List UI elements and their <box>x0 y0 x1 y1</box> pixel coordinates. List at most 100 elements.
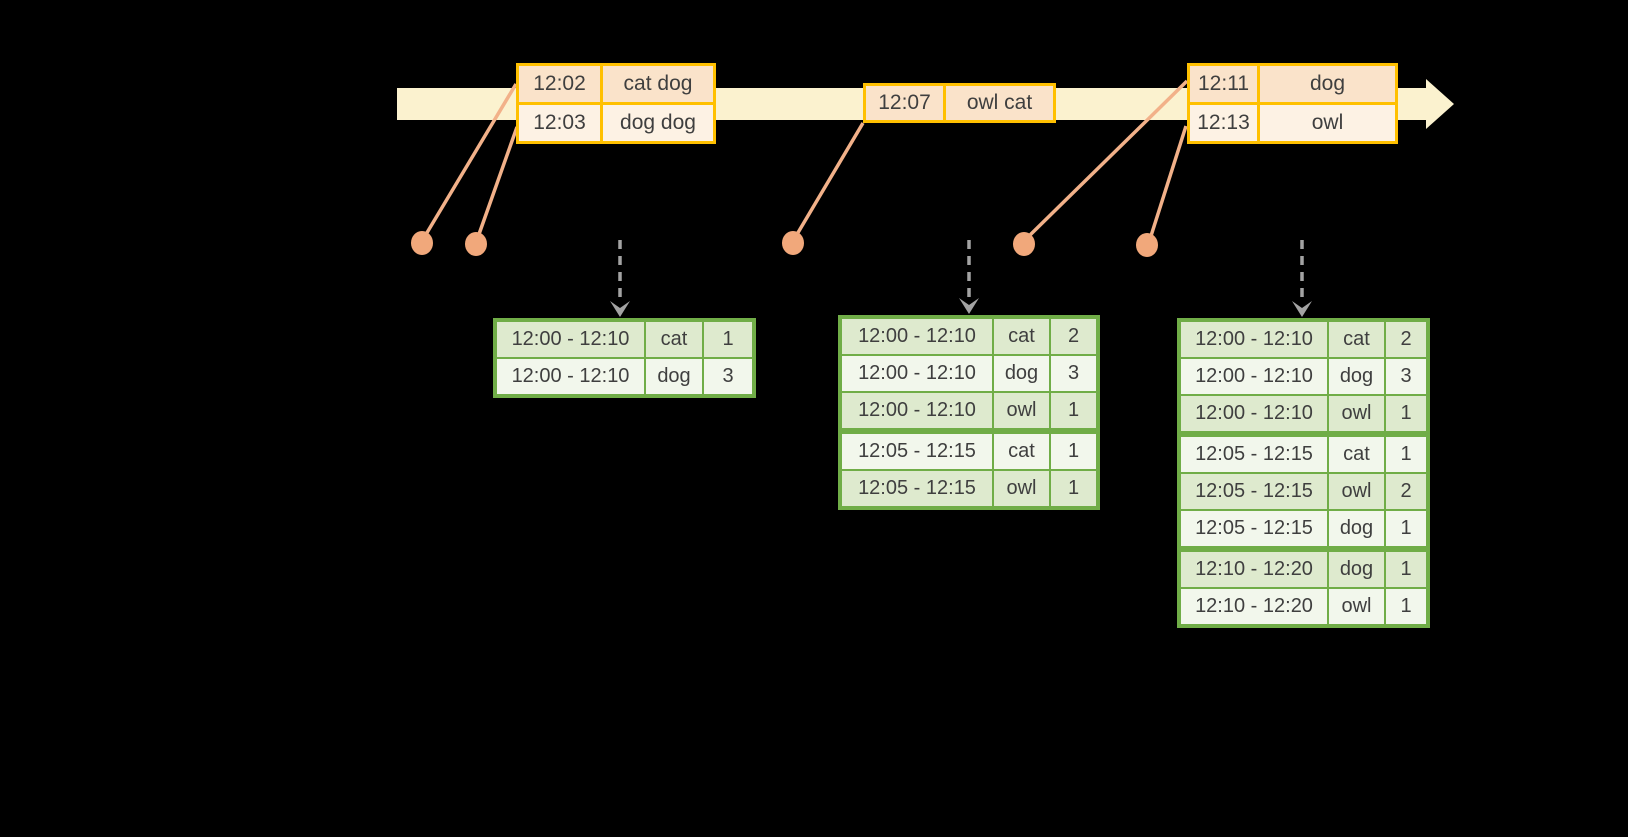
connector-line-2 <box>476 126 519 238</box>
window-cell: 12:00 - 12:10 <box>1181 359 1327 394</box>
trigger-arrowheads <box>610 298 1312 317</box>
word-cell: dog <box>1329 359 1384 394</box>
event-time-cell: 12:11 <box>1190 66 1257 102</box>
count-cell: 1 <box>1386 511 1426 546</box>
event-dots <box>411 231 1158 257</box>
trigger-arrowhead-icon-3 <box>1292 301 1312 317</box>
word-cell: cat <box>646 322 702 357</box>
event-words-cell: owl <box>1257 105 1395 141</box>
event-words-cell: cat dog <box>600 66 713 102</box>
window-cell: 12:05 - 12:15 <box>842 434 992 469</box>
word-cell: owl <box>1329 396 1384 431</box>
word-cell: dog <box>1329 552 1384 587</box>
count-cell: 2 <box>1386 474 1426 509</box>
window-cell: 12:00 - 12:10 <box>1181 322 1327 357</box>
event-connectors <box>423 79 1189 240</box>
event-dot-1 <box>411 231 433 255</box>
window-cell: 12:05 - 12:15 <box>842 471 992 506</box>
count-cell: 1 <box>1386 437 1426 472</box>
word-cell: dog <box>1329 511 1384 546</box>
window-group-separator <box>842 430 1096 432</box>
window-group-separator <box>1181 433 1426 435</box>
count-cell: 2 <box>1386 322 1426 357</box>
event-words-cell: dog <box>1257 66 1395 102</box>
window-cell: 12:05 - 12:15 <box>1181 437 1327 472</box>
connector-line-1 <box>423 83 518 237</box>
word-cell: owl <box>994 393 1049 428</box>
window-cell: 12:05 - 12:15 <box>1181 511 1327 546</box>
window-cell: 12:00 - 12:10 <box>497 359 644 394</box>
word-cell: cat <box>994 319 1049 354</box>
event-time-cell: 12:07 <box>866 86 943 120</box>
count-cell: 1 <box>1386 589 1426 624</box>
window-cell: 12:10 - 12:20 <box>1181 589 1327 624</box>
connector-line-3 <box>794 122 865 237</box>
connector-line-5 <box>1148 125 1188 240</box>
connector-line-4 <box>1026 79 1189 239</box>
count-cell: 1 <box>1051 471 1096 506</box>
count-cell: 1 <box>1051 434 1096 469</box>
word-cell: cat <box>1329 322 1384 357</box>
word-cell: cat <box>1329 437 1384 472</box>
word-cell: owl <box>1329 474 1384 509</box>
count-cell: 1 <box>1051 393 1096 428</box>
event-words-cell: dog dog <box>600 105 713 141</box>
count-cell: 1 <box>1386 396 1426 431</box>
count-cell: 3 <box>1386 359 1426 394</box>
word-cell: cat <box>994 434 1049 469</box>
window-cell: 12:10 - 12:20 <box>1181 552 1327 587</box>
word-cell: owl <box>1329 589 1384 624</box>
trigger-arrowhead-icon-1 <box>610 301 630 317</box>
event-words-cell: owl cat <box>943 86 1053 120</box>
window-cell: 12:00 - 12:10 <box>842 393 992 428</box>
word-cell: owl <box>994 471 1049 506</box>
word-cell: dog <box>646 359 702 394</box>
count-cell: 3 <box>1051 356 1096 391</box>
count-cell: 2 <box>1051 319 1096 354</box>
window-cell: 12:00 - 12:10 <box>842 356 992 391</box>
event-dot-5 <box>1136 233 1158 257</box>
trigger-arrowhead-icon-2 <box>959 298 979 314</box>
event-dot-3 <box>782 231 804 255</box>
event-time-cell: 12:02 <box>519 66 600 102</box>
trigger-arrows <box>618 240 1304 301</box>
window-cell: 12:05 - 12:15 <box>1181 474 1327 509</box>
event-time-cell: 12:13 <box>1190 105 1257 141</box>
window-cell: 12:00 - 12:10 <box>497 322 644 357</box>
window-cell: 12:00 - 12:10 <box>1181 396 1327 431</box>
event-dot-4 <box>1013 232 1035 256</box>
word-cell: dog <box>994 356 1049 391</box>
count-cell: 1 <box>1386 552 1426 587</box>
window-cell: 12:00 - 12:10 <box>842 319 992 354</box>
event-time-cell: 12:03 <box>519 105 600 141</box>
timeline-arrowhead-icon <box>1426 79 1454 129</box>
event-dot-2 <box>465 232 487 256</box>
count-cell: 3 <box>704 359 752 394</box>
count-cell: 1 <box>704 322 752 357</box>
window-group-separator <box>1181 548 1426 550</box>
